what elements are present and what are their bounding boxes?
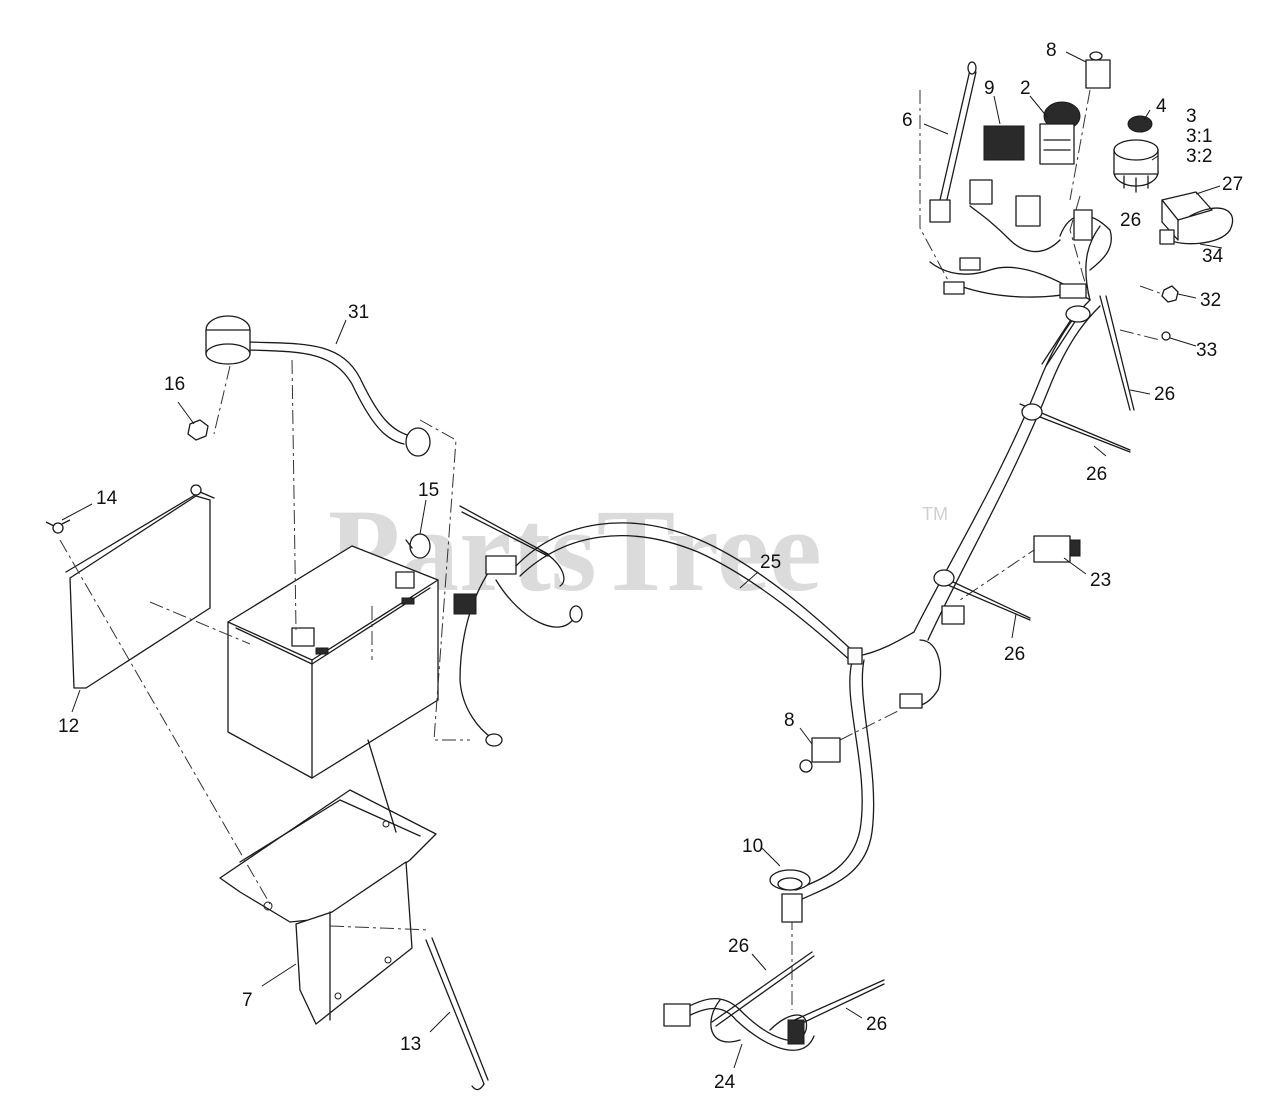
- callout-26: 26: [1154, 384, 1175, 405]
- wing-nut[interactable]: [45, 484, 202, 534]
- callout-labels: 8 9 2 4 3 3:1 3:2 6 27 26 34 32 33 26 26…: [58, 40, 1243, 1093]
- callout-15: 15: [418, 480, 439, 501]
- connector-block[interactable]: [969, 179, 1093, 241]
- battery-tray[interactable]: [219, 789, 437, 1025]
- brake-switch[interactable]: [1033, 535, 1081, 563]
- screw-33[interactable]: [1161, 331, 1171, 341]
- ground-lead[interactable]: [453, 555, 583, 747]
- callout-26: 26: [1004, 644, 1025, 665]
- relay-module[interactable]: [983, 125, 1025, 161]
- callout-4: 4: [1156, 96, 1167, 117]
- positive-cable[interactable]: [205, 315, 431, 457]
- callout-10: 10: [742, 836, 763, 857]
- nut[interactable]: [187, 419, 209, 441]
- callout-8: 8: [784, 710, 795, 731]
- dash-harness[interactable]: [929, 205, 1112, 301]
- callout-26: 26: [1086, 464, 1107, 485]
- callout-12: 12: [58, 716, 79, 737]
- callout-24: 24: [714, 1072, 736, 1093]
- ignition-switch[interactable]: [1113, 139, 1159, 193]
- grommet[interactable]: [769, 869, 811, 923]
- callout-9: 9: [984, 78, 995, 99]
- key-switch-nut[interactable]: [1127, 115, 1153, 133]
- cable-tie[interactable]: [459, 295, 1135, 1029]
- callout-3-2: 3:2: [1186, 146, 1212, 167]
- callout-23: 23: [1090, 570, 1111, 591]
- callout-13: 13: [400, 1034, 421, 1055]
- callout-25: 25: [760, 552, 781, 573]
- battery[interactable]: [227, 545, 439, 779]
- callout-3: 3: [1186, 106, 1197, 127]
- callout-27: 27: [1222, 174, 1243, 195]
- callout-2: 2: [1020, 78, 1031, 99]
- callout-14: 14: [96, 488, 118, 509]
- j-bolt[interactable]: [367, 739, 489, 1091]
- seat-switch-lower[interactable]: [799, 737, 841, 773]
- pto-switch[interactable]: [1039, 101, 1081, 165]
- assembly-lines: [59, 89, 1169, 1010]
- nut-32[interactable]: [1161, 285, 1179, 303]
- fuse-lead[interactable]: [929, 61, 977, 223]
- callout-33: 33: [1196, 340, 1217, 361]
- callout-6: 6: [902, 110, 913, 131]
- callout-26: 26: [1120, 210, 1141, 231]
- callout-16: 16: [164, 374, 185, 395]
- callout-32: 32: [1200, 290, 1221, 311]
- callout-26: 26: [728, 936, 749, 957]
- callout-7: 7: [242, 990, 253, 1011]
- callout-31: 31: [348, 302, 369, 323]
- seat-switch-top[interactable]: [1085, 51, 1111, 89]
- relay-bracket[interactable]: [1159, 207, 1234, 245]
- callout-8: 8: [1046, 40, 1057, 61]
- callout-26: 26: [866, 1014, 887, 1035]
- callout-3-1: 3:1: [1186, 126, 1212, 147]
- battery-hold-down-plate[interactable]: [65, 491, 215, 689]
- watermark-trademark: TM: [922, 504, 948, 524]
- callout-34: 34: [1202, 246, 1224, 267]
- rear-harness[interactable]: [663, 998, 815, 1051]
- leader-lines: [61, 51, 1223, 1069]
